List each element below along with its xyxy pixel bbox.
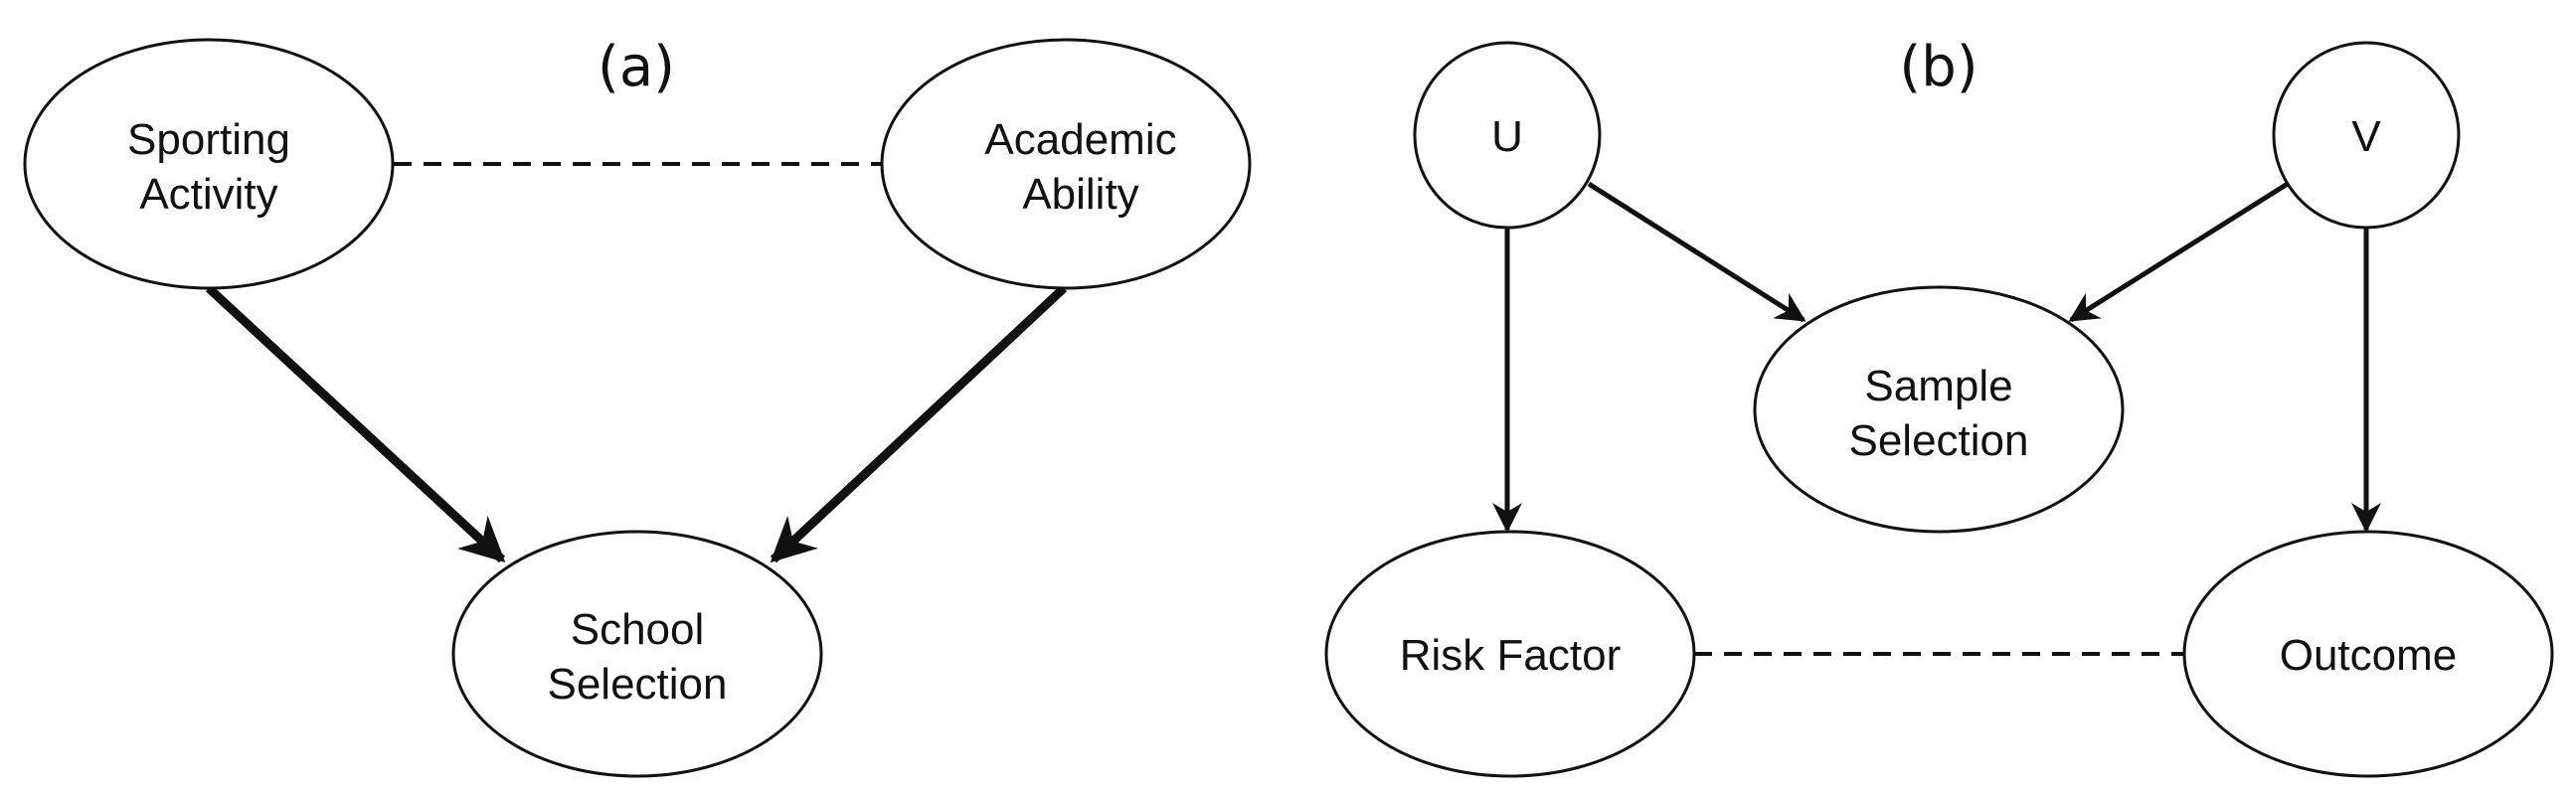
panel-b: (b) U V Sample Selection Risk Factor Out… — [1324, 35, 2554, 778]
node-sporting-activity-shape — [23, 38, 395, 290]
node-outcome-shape — [2182, 530, 2554, 778]
edge-sporting-to-school — [205, 284, 506, 563]
node-sample-selection: Sample Selection — [1753, 285, 2125, 534]
node-u-shape — [1413, 41, 1602, 230]
node-sample-selection-label-line1: Sample — [1864, 362, 2012, 410]
node-sporting-activity: Sporting Activity — [23, 38, 395, 290]
node-academic-ability-label-line2: Ability — [1022, 170, 1138, 219]
panel-a: (a) Sporting Activity Academic Ability S… — [23, 35, 1252, 778]
node-outcome-label: Outcome — [2280, 631, 2458, 680]
node-u-label: U — [1491, 112, 1523, 161]
edge-v-to-sample-selection — [2068, 179, 2293, 323]
node-v-label: V — [2351, 112, 2381, 161]
node-risk-factor-label: Risk Factor — [1400, 631, 1621, 680]
node-sporting-activity-label-line2: Activity — [139, 170, 277, 219]
edge-u-to-sample-selection — [1587, 181, 1806, 323]
node-school-selection: School Selection — [451, 530, 823, 778]
node-risk-factor-shape — [1324, 530, 1696, 778]
edge-academic-to-school — [770, 284, 1068, 563]
node-v-shape — [2272, 41, 2461, 230]
node-risk-factor: Risk Factor — [1324, 530, 1696, 778]
panel-a-label: (a) — [598, 35, 675, 99]
node-school-selection-shape — [451, 530, 823, 778]
node-school-selection-label-line2: Selection — [547, 660, 727, 709]
node-school-selection-label-line1: School — [571, 605, 705, 654]
panel-b-label: (b) — [1899, 35, 1977, 99]
node-academic-ability: Academic Ability — [880, 38, 1252, 290]
node-academic-ability-label-line1: Academic — [984, 115, 1176, 164]
node-sporting-activity-label-line1: Sporting — [127, 115, 290, 164]
node-sample-selection-label-line2: Selection — [1848, 416, 2028, 465]
node-v: V — [2272, 41, 2461, 230]
node-sample-selection-shape — [1753, 285, 2125, 534]
node-outcome: Outcome — [2182, 530, 2554, 778]
node-academic-ability-shape — [880, 38, 1252, 290]
node-u: U — [1413, 41, 1602, 230]
